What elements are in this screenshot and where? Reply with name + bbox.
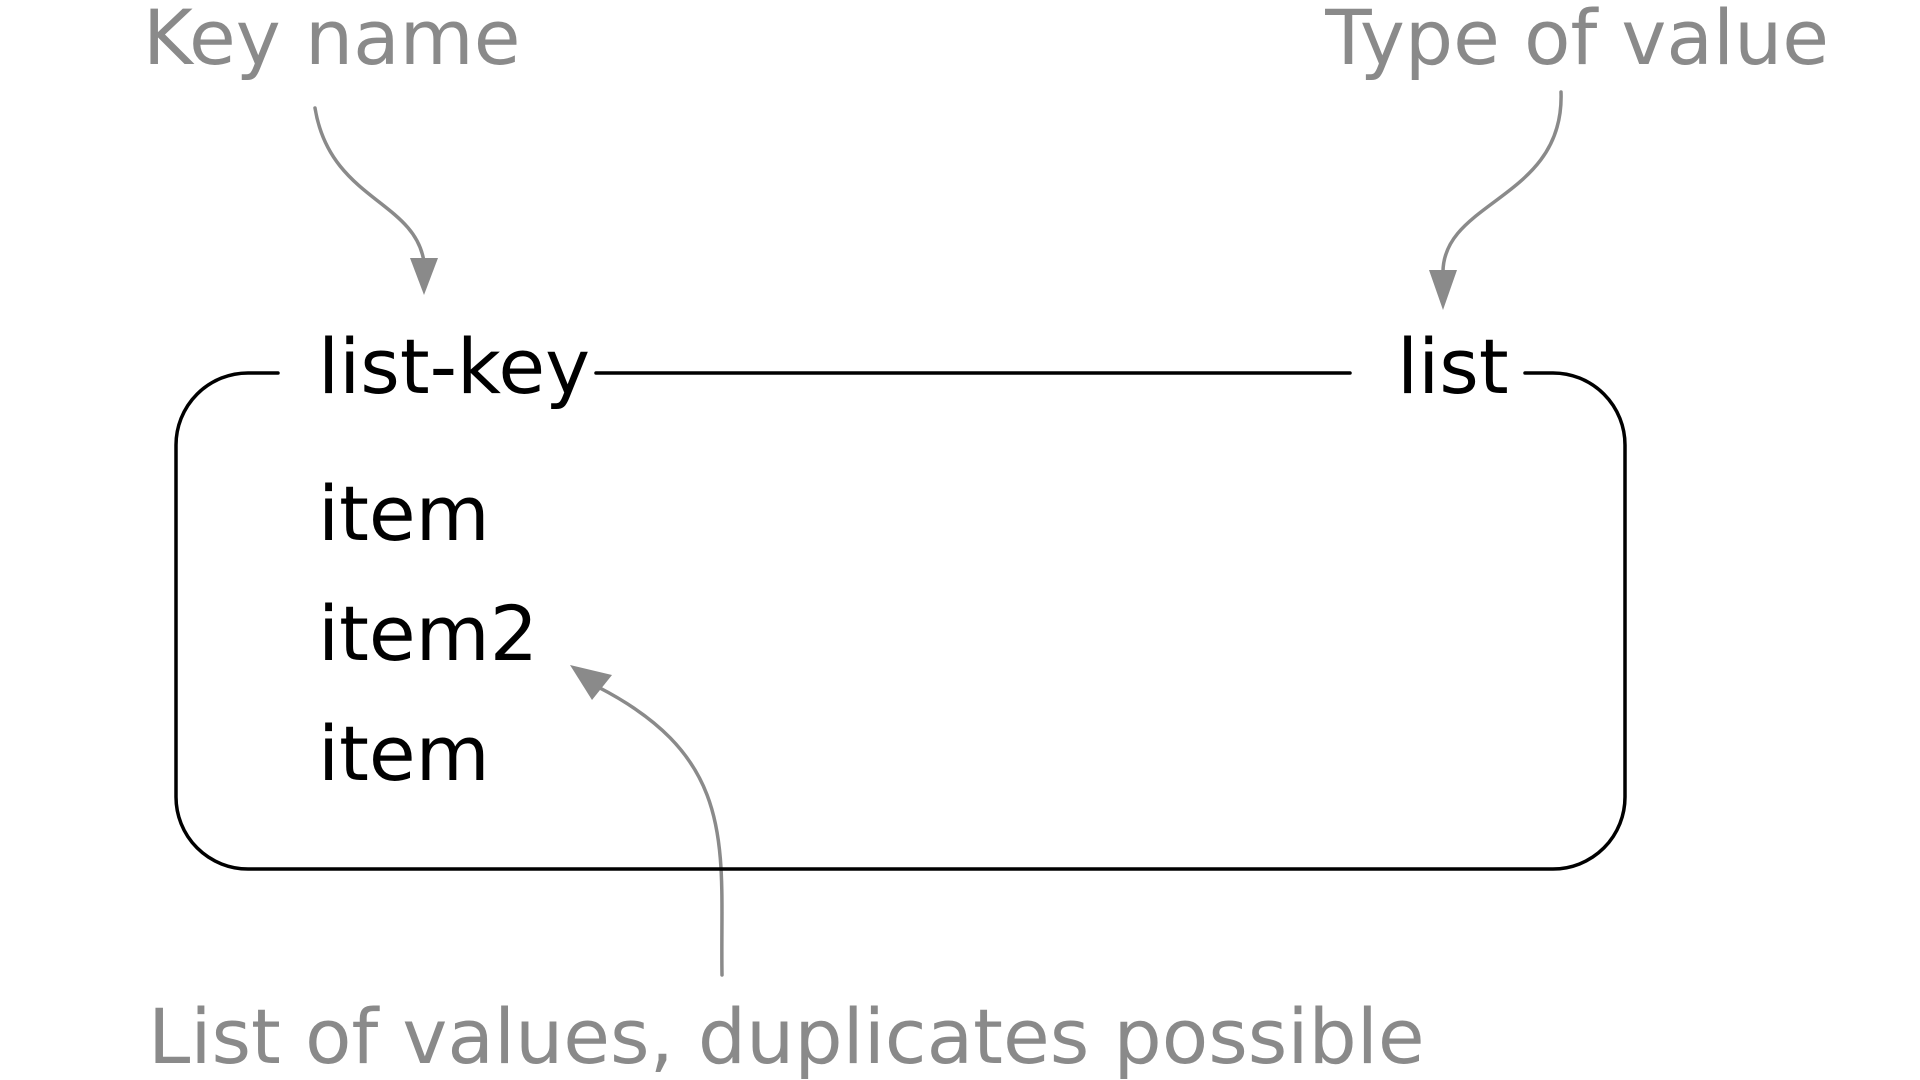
list-container [174, 371, 1627, 871]
list-item: item2 [318, 589, 538, 678]
list-item: item [318, 469, 490, 558]
list-of-values-annotation: List of values, duplicates possible [148, 992, 1425, 1080]
key-name-annotation: Key name [143, 0, 520, 82]
box-outline-left [174, 371, 1627, 871]
key-name-arrow [313, 106, 438, 295]
list-of-values-arrow [570, 665, 724, 977]
type-of-value-arrow [1429, 90, 1563, 310]
type-label: list [1397, 322, 1509, 411]
key-label: list-key [318, 322, 590, 411]
list-item: item [318, 709, 490, 798]
type-of-value-annotation: Type of value [1324, 0, 1829, 82]
